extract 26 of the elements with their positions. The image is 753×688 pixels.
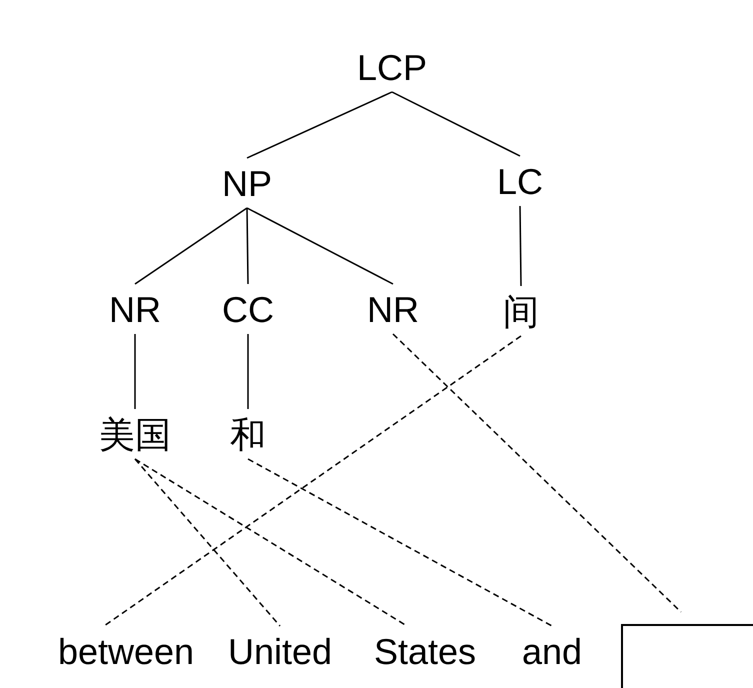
tree-label: LCP <box>356 50 428 86</box>
tree-branch <box>246 208 249 284</box>
empty-box <box>621 624 753 688</box>
chinese-word: 间 <box>503 294 539 330</box>
english-word: United <box>228 634 332 670</box>
chinese-word: 美国 <box>99 417 171 453</box>
tree-label: LC <box>496 164 544 200</box>
alignment-line <box>134 458 408 627</box>
tree-branch <box>134 207 248 285</box>
tree-label: NR <box>109 292 161 328</box>
tree-label: NR <box>367 292 419 328</box>
tree-branch <box>392 91 520 157</box>
english-word: between <box>58 634 194 670</box>
alignment-line <box>248 458 552 627</box>
tree-branch <box>247 334 249 409</box>
tree-branch <box>246 91 392 159</box>
chinese-word: 和 <box>230 417 266 453</box>
tree-label: NP <box>222 166 272 202</box>
alignment-line <box>104 335 522 627</box>
english-word: States <box>374 634 476 670</box>
english-word: and <box>522 634 582 670</box>
tree-branch <box>134 334 136 409</box>
tree-branch <box>246 207 394 285</box>
tree-branch <box>519 206 522 286</box>
tree-label: CC <box>222 292 274 328</box>
alignment-line <box>134 458 281 626</box>
